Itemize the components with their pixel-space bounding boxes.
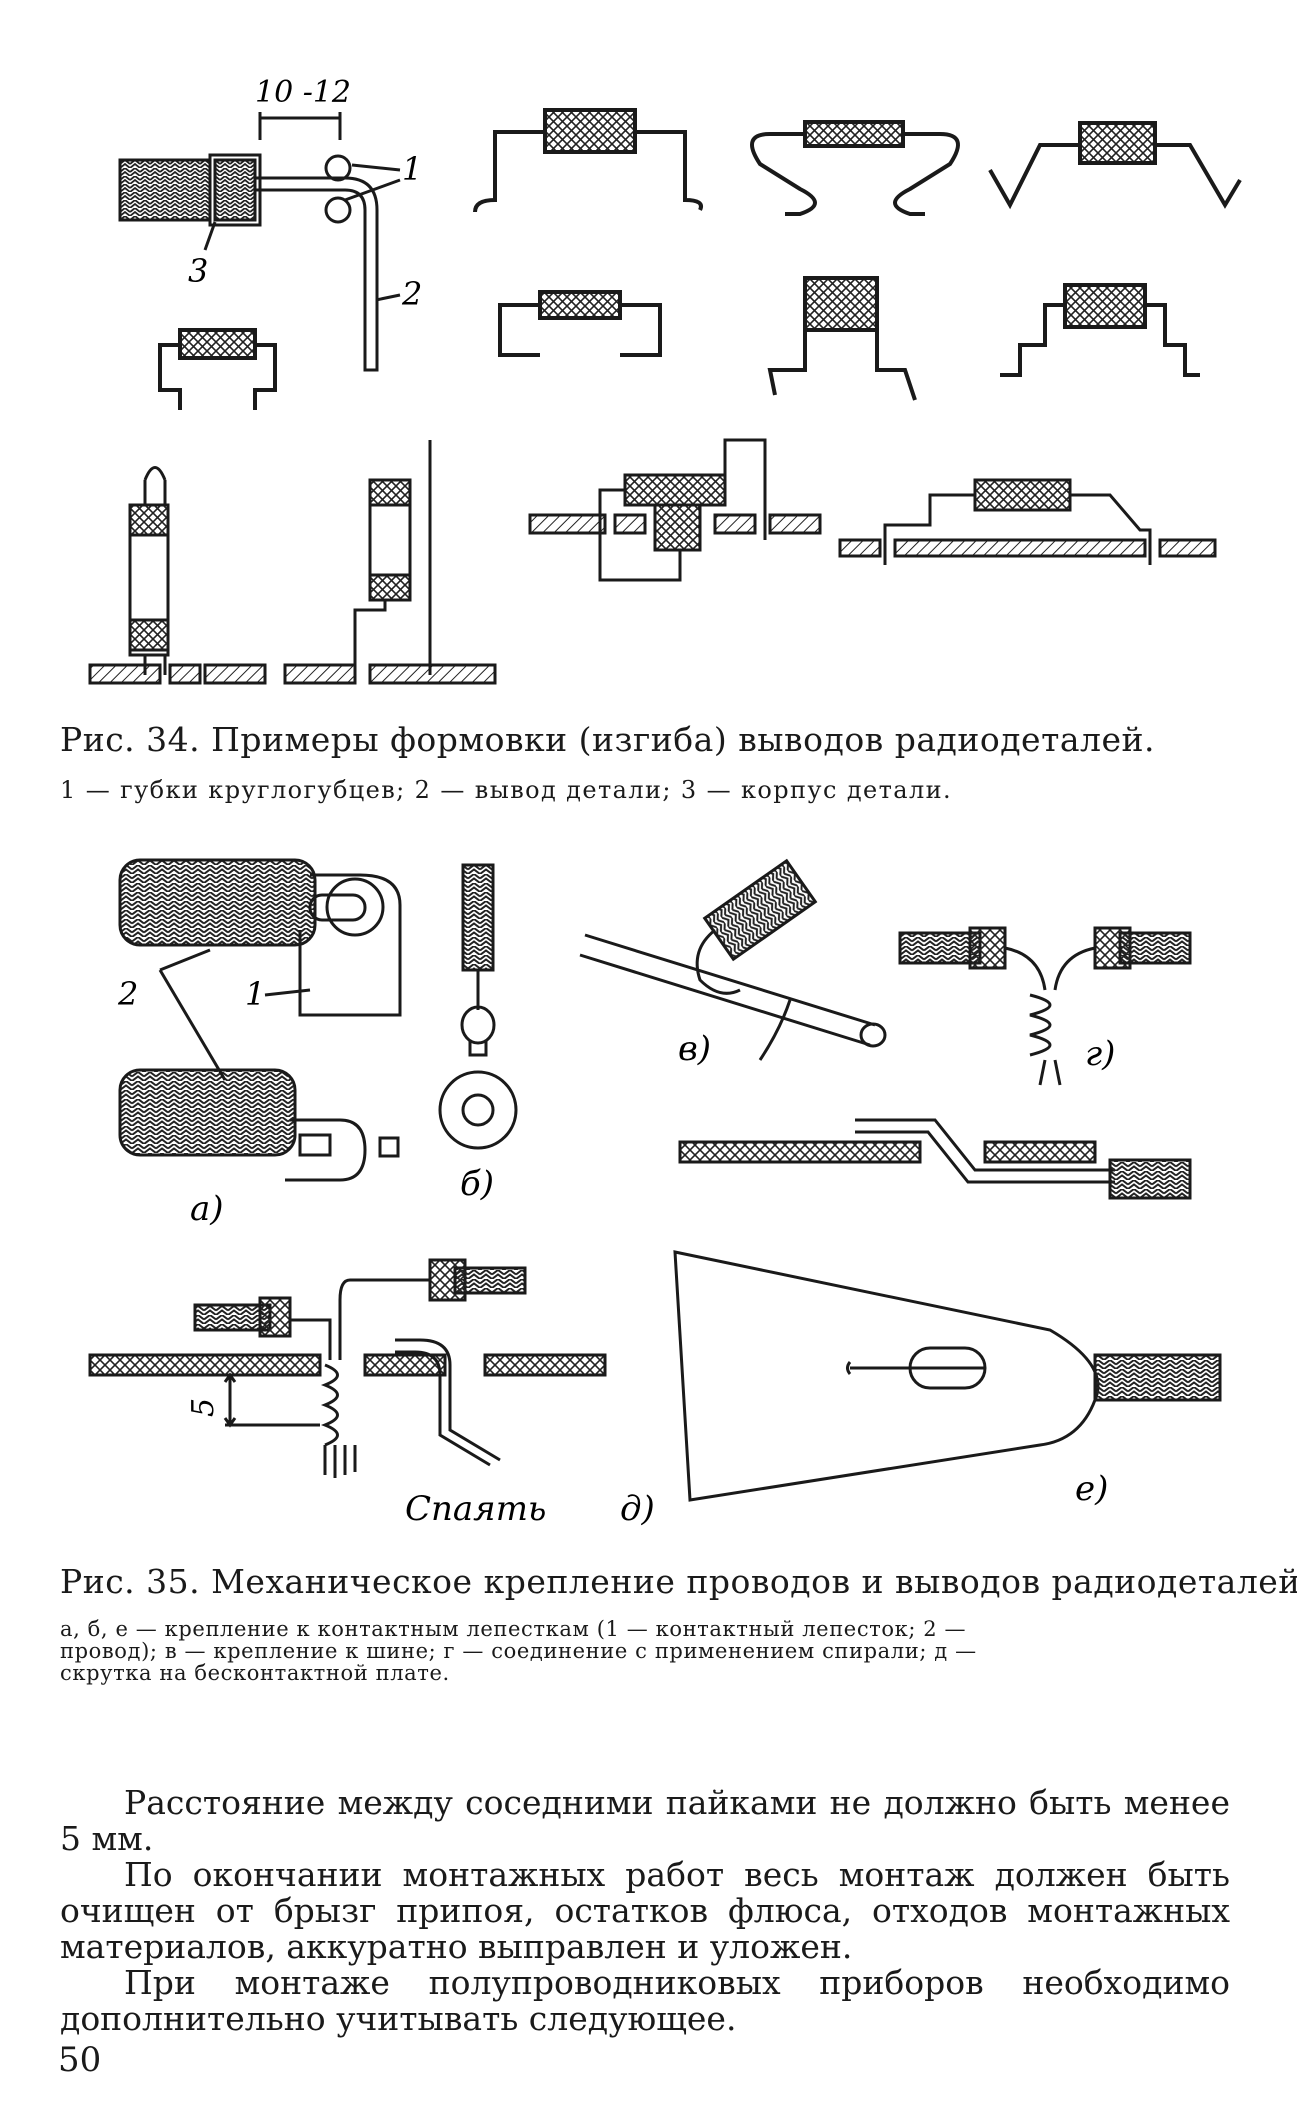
formed-resistor-shapes bbox=[158, 108, 1242, 410]
bus-attachment-v bbox=[579, 858, 887, 1061]
callout-2: 2 bbox=[117, 975, 138, 1013]
figure-35-caption-title: Рис. 35. Механическое крепление проводов… bbox=[60, 1562, 1297, 1601]
figure-34-illustration: 10 -12 1 2 3 bbox=[88, 75, 1242, 685]
lug-plate-e bbox=[673, 1250, 1222, 1502]
figure-35-illustration: 2 1 а) б) в) г) bbox=[88, 858, 1222, 1529]
figure-34-caption-title: Рис. 34. Примеры формовки (изгиба) вывод… bbox=[60, 720, 1155, 759]
spiral-joint-g bbox=[898, 926, 1192, 1086]
dimension-label: 10 -12 bbox=[255, 75, 351, 110]
plate-lead-section bbox=[678, 1118, 1192, 1200]
label-d: д) bbox=[620, 1489, 655, 1529]
callout-3: 3 bbox=[188, 252, 208, 290]
label-v: в) bbox=[678, 1029, 711, 1069]
lug-attachment-a bbox=[118, 858, 402, 1182]
figure-35-caption-legend-line2: провод); в — крепление к шине; г — соеди… bbox=[60, 1639, 977, 1663]
body-text: Расстояние между соседними пайками не до… bbox=[60, 1785, 1230, 2037]
figure-35-caption-legend-line3: скрутка на бесконтактной плате. bbox=[60, 1661, 450, 1685]
paragraph-1: Расстояние между соседними пайками не до… bbox=[60, 1783, 1230, 1858]
callout-1: 1 bbox=[402, 150, 422, 188]
page-number: 50 bbox=[58, 2040, 102, 2080]
board-mounted-examples bbox=[88, 438, 1217, 685]
twist-on-board-d bbox=[88, 1258, 607, 1478]
label-b: б) bbox=[460, 1164, 494, 1204]
ring-lug-b bbox=[438, 863, 518, 1150]
paragraph-3: При монтаже полупроводниковых приборов н… bbox=[60, 1963, 1230, 2038]
figure-34-caption-legend: 1 — губки круглогубцев; 2 — вывод детали… bbox=[60, 776, 953, 804]
callout-1: 1 bbox=[245, 975, 265, 1013]
lead-forming-detail bbox=[118, 112, 401, 372]
solder-label: Спаять bbox=[405, 1489, 546, 1529]
label-e: е) bbox=[1075, 1469, 1108, 1509]
label-g: г) bbox=[1085, 1034, 1115, 1074]
paragraph-2: По окончании монтажных работ весь монтаж… bbox=[60, 1855, 1230, 1966]
callout-2: 2 bbox=[401, 275, 422, 313]
figure-35-caption-legend-line1: а, б, е — крепление к контактным лепестк… bbox=[60, 1617, 967, 1641]
label-a: а) bbox=[190, 1189, 224, 1229]
dimension-5: 5 bbox=[186, 1398, 221, 1417]
